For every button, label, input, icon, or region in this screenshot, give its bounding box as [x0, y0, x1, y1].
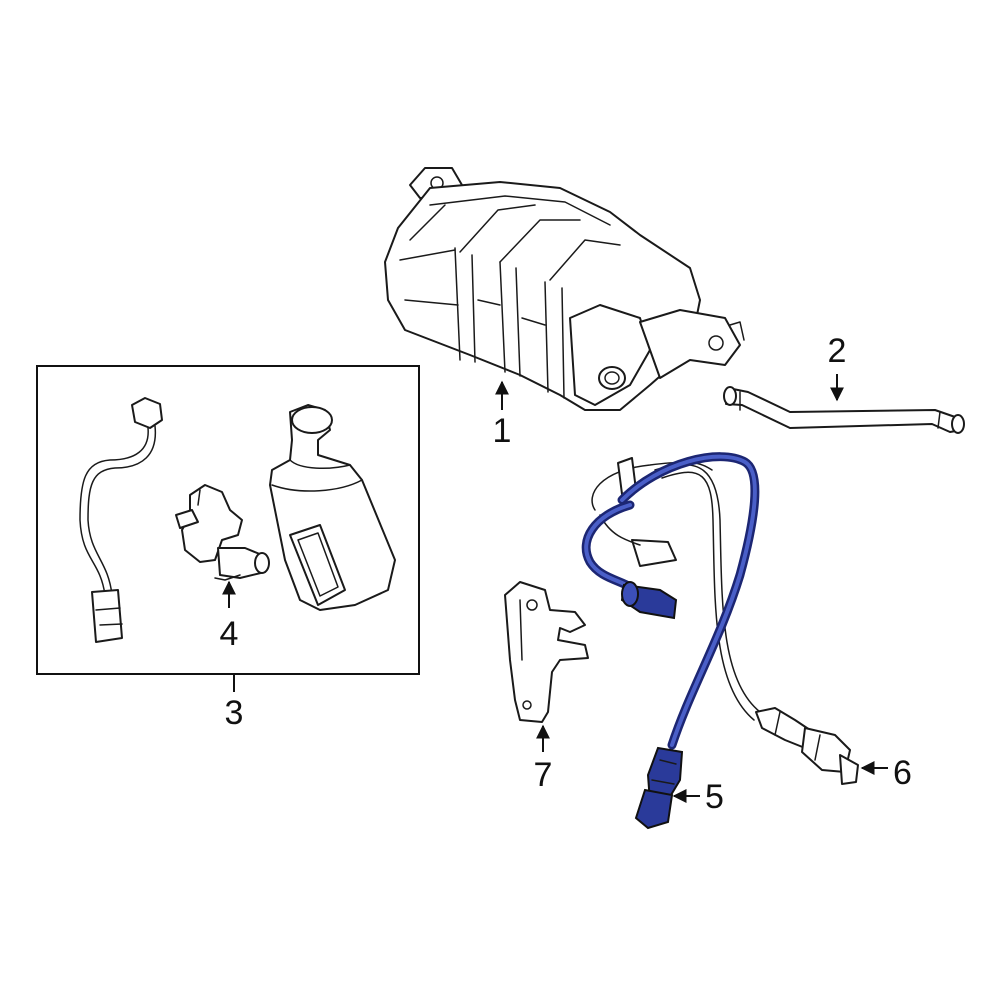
callout-1: 1	[493, 380, 512, 450]
callout-5: 5	[672, 778, 724, 816]
oxygen-sensor-rear	[591, 457, 859, 785]
kit-box	[36, 365, 420, 675]
purge-valve	[175, 484, 270, 581]
callout-4: 4	[220, 580, 239, 653]
mounting-bracket	[504, 581, 589, 723]
callout-4-label: 4	[220, 615, 239, 653]
callout-6: 6	[860, 754, 912, 792]
callout-1-label: 1	[493, 412, 512, 450]
callout-3-label: 3	[225, 694, 244, 732]
callout-7: 7	[534, 724, 553, 794]
callout-3: 3	[225, 674, 244, 732]
callout-2: 2	[828, 332, 847, 402]
callout-5-label: 5	[705, 778, 724, 816]
filter-canister	[269, 404, 396, 611]
charcoal-canister	[384, 167, 745, 411]
oxygen-sensor-front	[581, 452, 760, 830]
callout-6-label: 6	[893, 754, 912, 792]
callout-7-label: 7	[534, 756, 553, 794]
vapor-hose	[723, 386, 965, 434]
callout-2-label: 2	[828, 332, 847, 370]
wire-harness	[79, 397, 163, 643]
